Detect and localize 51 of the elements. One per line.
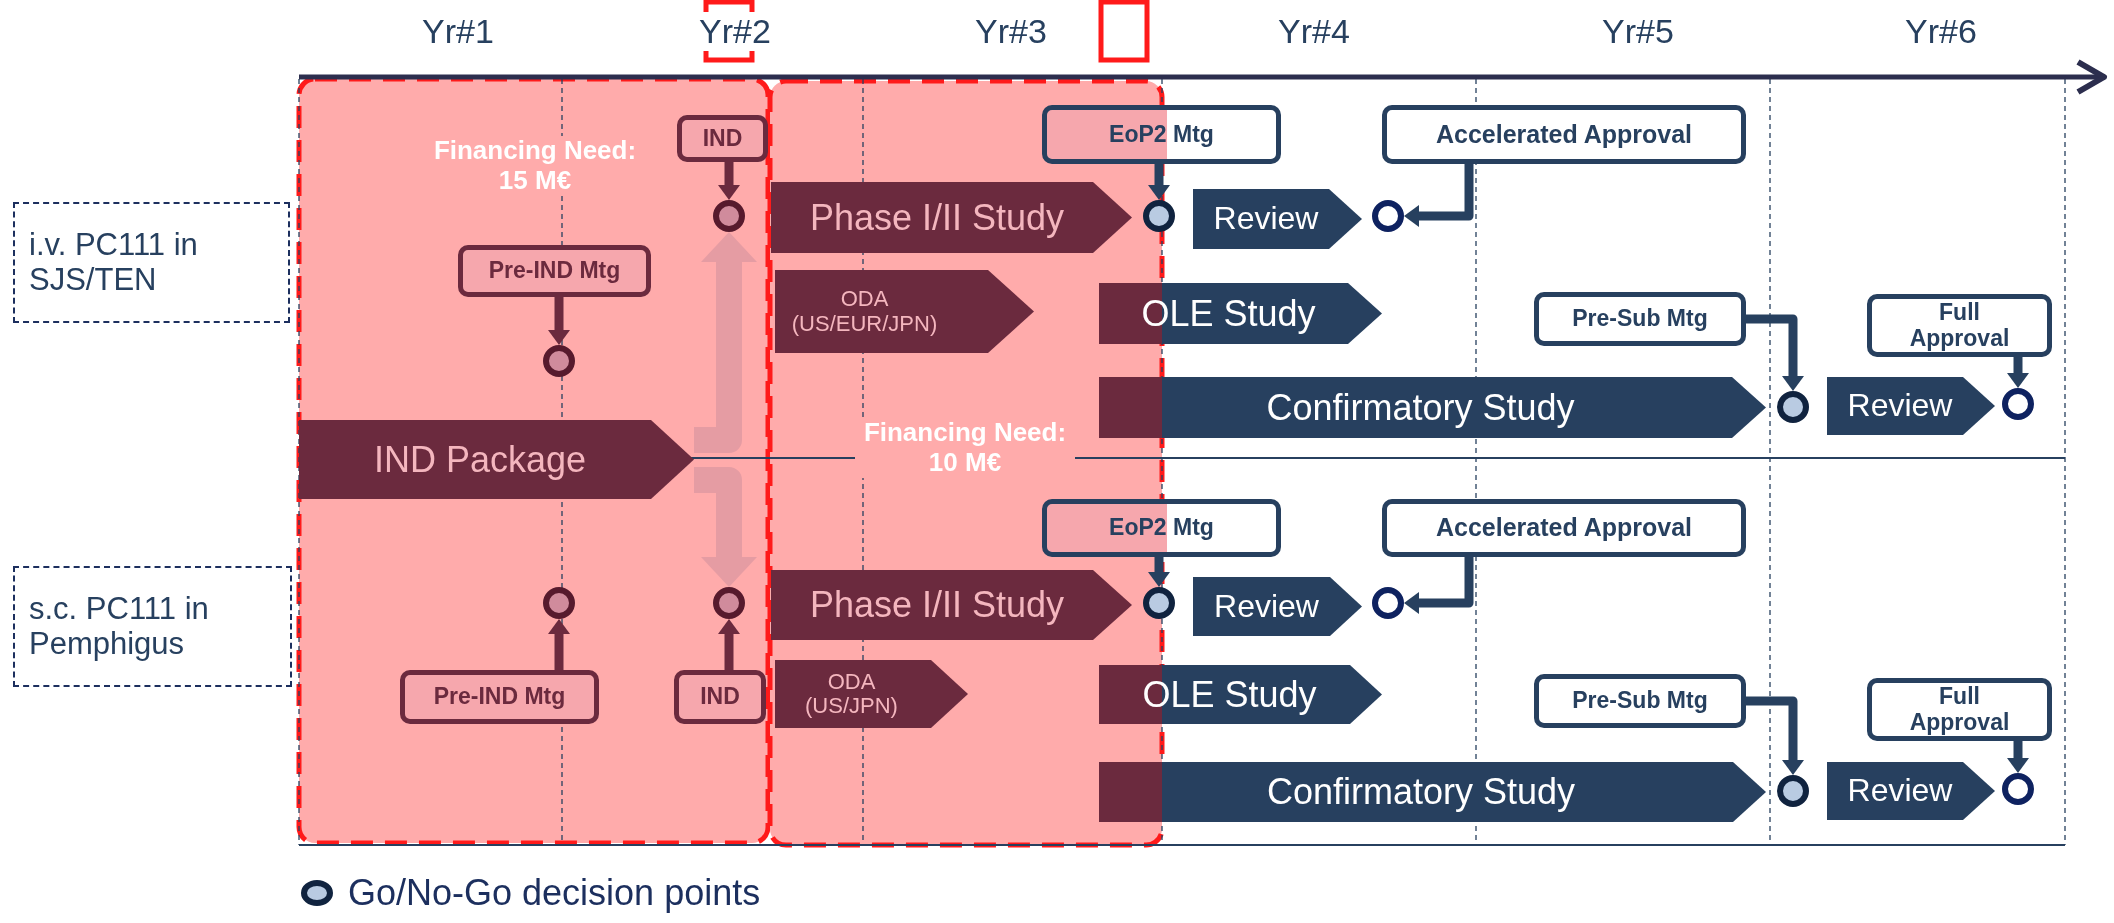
arrow xyxy=(1746,314,1804,391)
phase-bar: Phase I/II Study xyxy=(771,570,1132,640)
phase-bar: Review xyxy=(1193,189,1362,249)
arrow xyxy=(548,619,570,671)
phase-bar: Review xyxy=(1827,377,1995,435)
milestone-circle xyxy=(1372,200,1404,232)
phase-bar: ODA (US/EUR/JPN) xyxy=(775,270,1034,353)
milestone-callout: Pre-IND Mtg xyxy=(458,245,651,297)
phase-bar: ODA (US/JPN) xyxy=(775,660,968,728)
arrow xyxy=(1404,557,1474,614)
milestone-callout: EoP2 Mtg xyxy=(1042,499,1281,557)
decision-point xyxy=(1143,587,1175,619)
arrow xyxy=(548,296,570,345)
milestone-circle xyxy=(2002,388,2034,420)
milestone-circle xyxy=(2002,773,2034,805)
milestone-callout: EoP2 Mtg xyxy=(1042,105,1281,164)
decision-point xyxy=(1777,391,1809,423)
arrow xyxy=(2007,356,2029,388)
milestone-callout: Pre-Sub Mtg xyxy=(1534,292,1746,346)
milestone-callout: Pre-IND Mtg xyxy=(400,670,599,724)
phase-bar: Review xyxy=(1827,762,1995,820)
decision-point xyxy=(1143,200,1175,232)
milestone-callout: Accelerated Approval xyxy=(1382,499,1746,557)
arrow xyxy=(1148,556,1170,587)
milestone-callout: IND xyxy=(677,115,768,162)
row-label-box: s.c. PC111 in Pemphigus xyxy=(13,566,292,687)
phase-bar: Confirmatory Study xyxy=(1099,762,1766,822)
phase-bar: OLE Study xyxy=(1099,283,1382,344)
milestone-callout: IND xyxy=(674,670,766,724)
milestone-callout: Full Approval xyxy=(1867,678,2052,741)
arrow xyxy=(718,161,740,200)
row-label-box: i.v. PC111 in SJS/TEN xyxy=(13,202,290,323)
arrow xyxy=(1148,163,1170,200)
financing-note: Financing Need: 10 M€ xyxy=(855,418,1075,478)
legend-text: Go/No-Go decision points xyxy=(348,872,761,914)
block-arrow xyxy=(694,232,757,453)
block-arrow xyxy=(694,467,757,587)
phase-bar: OLE Study xyxy=(1099,665,1382,724)
decision-point xyxy=(1777,775,1809,807)
arrow xyxy=(1404,164,1474,227)
phase-bar: Phase I/II Study xyxy=(771,182,1132,253)
milestone-callout: Pre-Sub Mtg xyxy=(1534,674,1746,728)
milestone-callout: Accelerated Approval xyxy=(1382,105,1746,164)
arrow xyxy=(2007,740,2029,773)
phase-bar: Confirmatory Study xyxy=(1099,377,1766,438)
phase-bar: IND Package xyxy=(299,420,694,499)
phase-bar: Review xyxy=(1193,577,1362,636)
milestone-callout: Full Approval xyxy=(1867,294,2052,357)
arrow xyxy=(718,619,740,671)
arrow xyxy=(1746,696,1804,775)
milestone-circle xyxy=(1372,587,1404,619)
